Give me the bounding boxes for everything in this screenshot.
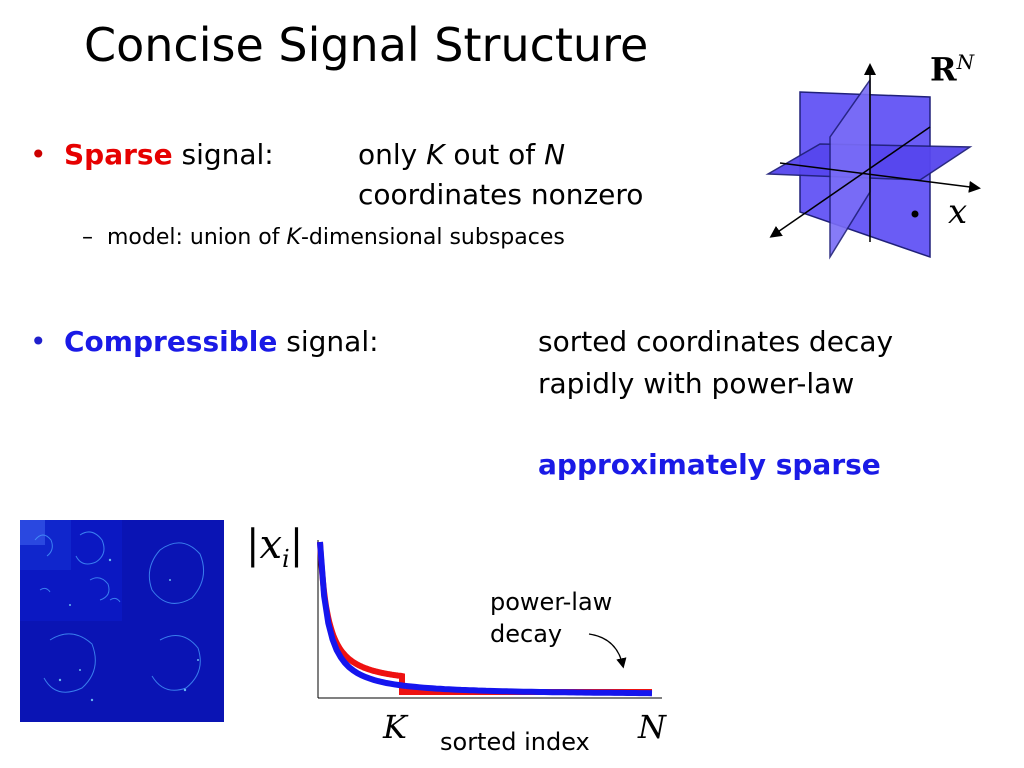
sparse-model-subbullet: – model: union of K-dimensional subspace… xyxy=(82,225,565,250)
compressible-signal-label: signal: xyxy=(277,325,379,358)
sparse-bullet: • xyxy=(30,138,47,171)
bullet-dot: • xyxy=(30,138,47,171)
plot-y-label: |xi| xyxy=(246,522,304,573)
sparse-keyword: Sparse xyxy=(64,138,173,171)
bullet-dot: • xyxy=(30,325,47,358)
compressible-description-line2: rapidly with power-law xyxy=(538,367,855,400)
sparse-description-line1: only K out of N xyxy=(358,138,566,171)
axis-horizontal xyxy=(779,162,981,193)
annotation-line2: decay xyxy=(490,620,563,648)
space-label-rn: RN xyxy=(930,50,975,89)
axis-depth xyxy=(769,126,931,238)
annotation-arrow xyxy=(588,633,627,669)
compressible-description-line1: sorted coordinates decay xyxy=(538,325,894,358)
sparse-description-line2: coordinates nonzero xyxy=(358,178,644,211)
wavelet-coefficients-image xyxy=(20,520,224,722)
subspace-union-figure xyxy=(765,63,981,260)
compressible-signal-curve xyxy=(317,541,653,697)
compressible-heading: Compressible signal: xyxy=(64,325,379,358)
sparse-heading: Sparse signal: xyxy=(64,138,274,171)
sub-dash: – xyxy=(82,225,93,250)
decay-plot xyxy=(317,540,662,699)
annotation-line1: power-law xyxy=(490,588,613,616)
page-title: Concise Signal Structure xyxy=(84,18,649,72)
tick-label-k: K xyxy=(383,708,407,746)
point-label-x: x xyxy=(948,192,968,232)
compressible-keyword: Compressible xyxy=(64,325,278,358)
tick-label-n: N xyxy=(638,708,666,746)
compressible-bullet: • xyxy=(30,325,47,358)
signal-point xyxy=(911,210,919,218)
approximately-sparse-label: approximately sparse xyxy=(538,448,881,481)
sparse-signal-label: signal: xyxy=(172,138,274,171)
x-axis-label: sorted index xyxy=(440,728,590,756)
